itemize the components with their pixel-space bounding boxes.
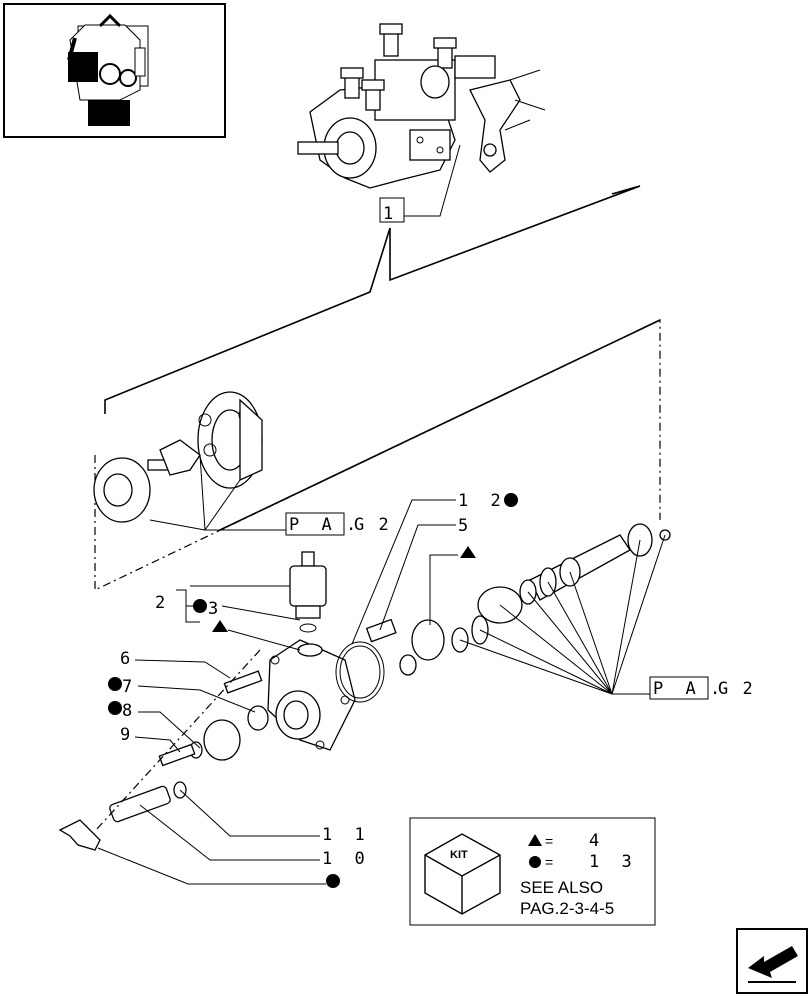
circle-marker-3 [193, 599, 207, 613]
pag-upper-text: P A G [289, 515, 370, 535]
see-also-line1: SEE ALSO [520, 878, 603, 897]
leader-ref-7 [137, 685, 256, 713]
ref-12-label: 1 2 [458, 491, 507, 511]
see-also-line2: PAG.2-3-4-5 [520, 899, 614, 918]
ref-3-label: 3 [208, 599, 224, 619]
legend-circle-value: 1 3 [589, 852, 638, 872]
zoom-line-top [389, 185, 641, 282]
leader-ref-8 [138, 711, 201, 749]
ref-2-label: 2 [155, 593, 171, 613]
circle-marker-8 [108, 701, 122, 715]
legend-circle-icon [529, 856, 541, 868]
next-page-arrow-icon[interactable] [736, 928, 808, 994]
ref-8-label: 8 [122, 701, 138, 721]
leader-ref-10 [139, 804, 320, 861]
circle-marker-bottom [326, 874, 340, 888]
leader-ref-1 [404, 144, 461, 217]
detail-frame [94, 319, 661, 591]
leader-ref-9 [134, 736, 181, 753]
triangle-marker-upper [460, 546, 476, 558]
ref-7-label: 7 [122, 677, 138, 697]
governor-parts-upper [93, 391, 263, 531]
leader-ref-6 [134, 659, 231, 679]
pag-upper-box [285, 512, 345, 536]
leaders-pag-lower [459, 534, 666, 695]
axis-line [95, 649, 261, 831]
zoom-line-left [104, 227, 391, 414]
ref-9-label: 9 [120, 725, 136, 745]
legend-triangle-value: 4 [589, 831, 605, 851]
legend-triangle-icon [528, 834, 542, 846]
kit-icon [424, 833, 501, 915]
ref-5-label: 5 [458, 516, 474, 536]
triangle-marker-housing [212, 620, 228, 632]
ref-11-label: 1 1 [322, 825, 371, 845]
legend-circle-eq: = [545, 854, 553, 870]
legend-triangle-eq: = [545, 833, 553, 849]
leader-ref-11 [179, 789, 320, 837]
leader-circle-bottom [97, 847, 326, 885]
circle-marker-7 [108, 677, 122, 691]
pag-lower-text: P A G [653, 679, 734, 699]
ref-1-label: 1 [383, 204, 399, 224]
pag-upper-num: . 2 [346, 515, 395, 535]
solenoid-valve [289, 551, 327, 633]
leader-ref-12 [351, 499, 456, 645]
pump-housing [267, 618, 397, 751]
ref-10-label: 1 0 [322, 849, 371, 869]
leader-ref-3 [221, 605, 301, 621]
pag-lower-box [649, 676, 709, 700]
ref-6-label: 6 [120, 649, 136, 669]
pump-assembly-top [297, 23, 546, 189]
kit-label: KIT [450, 849, 468, 861]
ref-1-box [379, 197, 405, 223]
leader-ref-5 [379, 524, 456, 631]
pag-lower-num: . 2 [710, 679, 759, 699]
leader-triangle-housing [227, 629, 301, 651]
fitting-parts [58, 670, 269, 851]
engine-thumbnail[interactable] [3, 3, 226, 138]
circle-marker-12 [504, 493, 518, 507]
leader-triangle-upper [429, 554, 458, 625]
